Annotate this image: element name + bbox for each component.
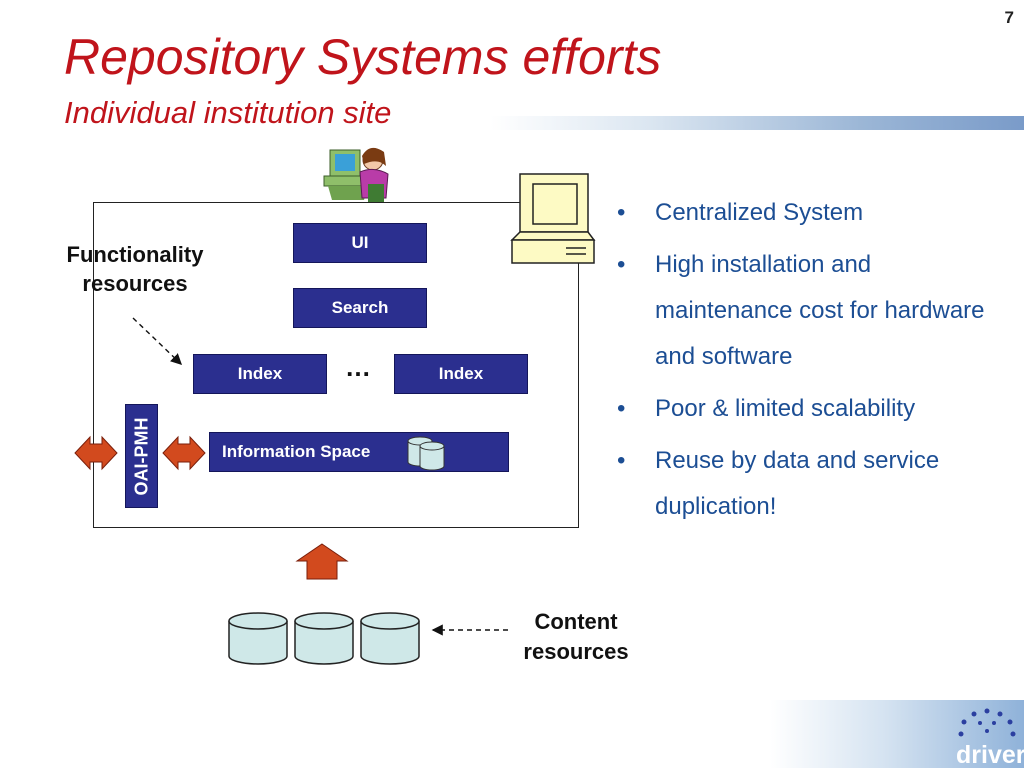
upward-arrow bbox=[295, 543, 349, 580]
functionality-label-line1: Functionality bbox=[66, 242, 204, 267]
bullet-item: • Poor & limited scalability bbox=[615, 386, 1015, 432]
page-number: 7 bbox=[1004, 8, 1014, 27]
functionality-resources-label: Functionality resources bbox=[50, 240, 220, 298]
bullet-dot-icon: • bbox=[617, 251, 626, 278]
oai-pmh-box: OAI-PMH bbox=[125, 404, 158, 508]
content-resources-label: Content resources bbox=[506, 607, 646, 667]
bullet-text: High installation and maintenance cost f… bbox=[655, 251, 985, 370]
information-space-box: Information Space bbox=[209, 432, 509, 472]
bullet-dot-icon: • bbox=[617, 395, 626, 422]
bullet-dot-icon: • bbox=[617, 447, 626, 474]
index-box-right: Index bbox=[394, 354, 528, 394]
bullet-dot-icon: • bbox=[617, 199, 626, 226]
bullet-item: • Centralized System bbox=[615, 190, 1015, 236]
ui-box-label: UI bbox=[351, 233, 369, 252]
information-space-label: Information Space bbox=[222, 442, 371, 461]
content-database-icon-1 bbox=[228, 612, 288, 665]
user-at-computer-icon bbox=[323, 147, 389, 202]
oai-pmh-label: OAI-PMH bbox=[131, 417, 151, 495]
title-underline-bar bbox=[490, 116, 1024, 130]
bullet-item: • Reuse by data and service duplication! bbox=[615, 438, 1015, 530]
bullet-text: Centralized System bbox=[655, 199, 864, 226]
bullet-text: Reuse by data and service duplication! bbox=[655, 447, 940, 520]
search-box: Search bbox=[293, 288, 427, 328]
slide-subtitle: Individual institution site bbox=[64, 95, 392, 130]
bullet-item: • High installation and maintenance cost … bbox=[615, 242, 1015, 380]
functionality-label-line2: resources bbox=[82, 271, 188, 296]
slide-title: Repository Systems efforts bbox=[64, 29, 662, 85]
content-label-line1: Content bbox=[534, 609, 618, 634]
ellipsis-label: … bbox=[345, 352, 372, 382]
content-database-icon-2 bbox=[294, 612, 354, 665]
search-box-label: Search bbox=[331, 298, 389, 317]
index-right-label: Index bbox=[438, 364, 484, 383]
bullet-text: Poor & limited scalability bbox=[655, 395, 916, 422]
ui-box: UI bbox=[293, 223, 427, 263]
index-box-left: Index bbox=[193, 354, 327, 394]
bullet-list: • Centralized System • High installation a… bbox=[615, 190, 1015, 536]
content-label-line2: resources bbox=[523, 639, 629, 664]
logo-text: driver bbox=[956, 741, 1024, 769]
driver-logo: driver bbox=[950, 705, 1024, 769]
content-database-icon-3 bbox=[360, 612, 420, 665]
footer-gradient bbox=[770, 700, 1024, 768]
index-left-label: Index bbox=[237, 364, 283, 383]
